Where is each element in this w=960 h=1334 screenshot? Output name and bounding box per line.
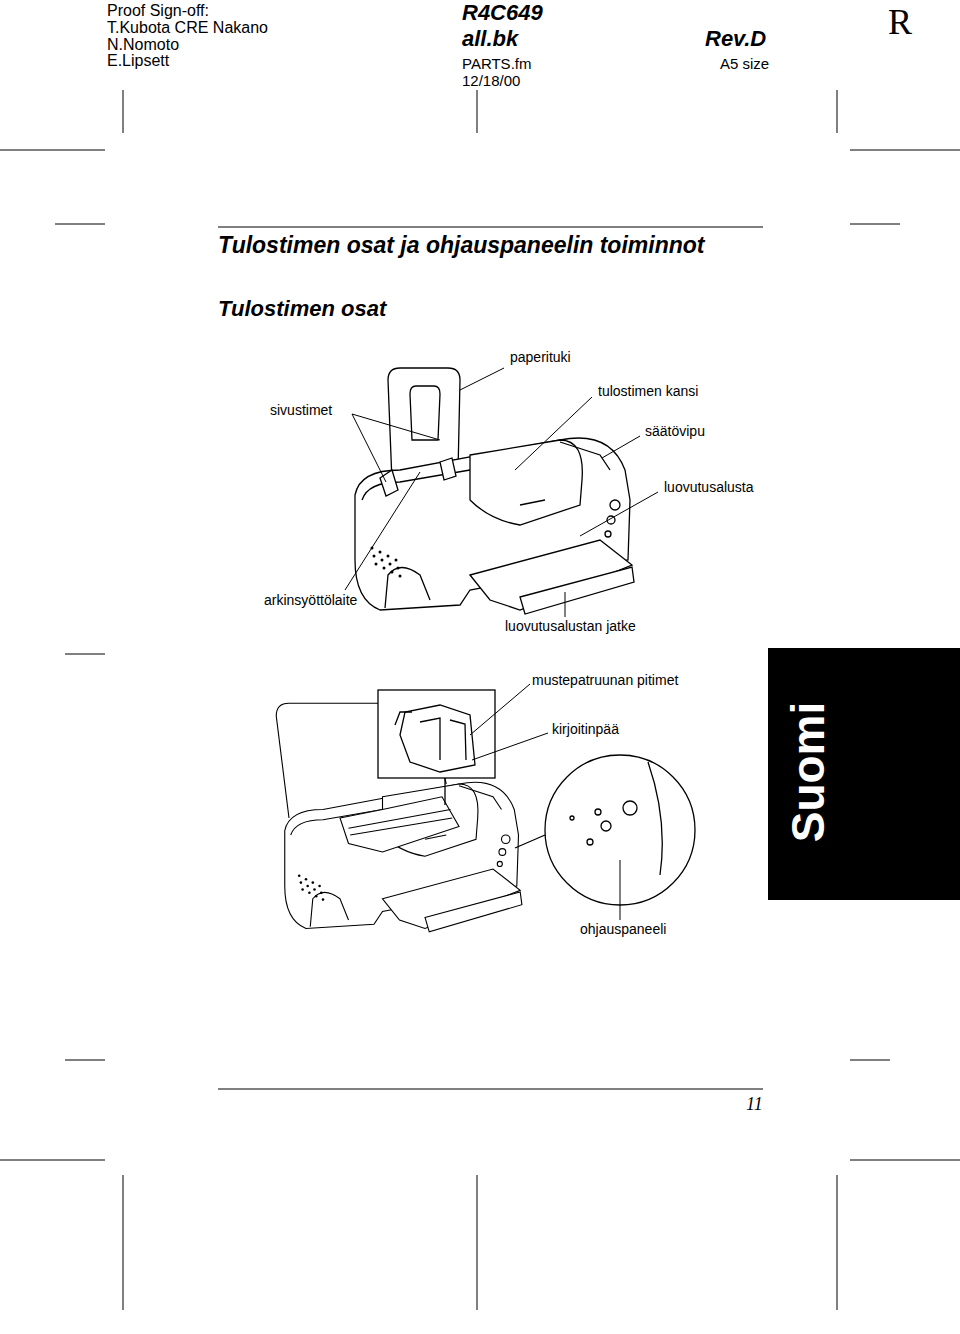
- header-text: A5 size: [720, 55, 769, 72]
- header-code: R4C649: [462, 0, 543, 25]
- header-text: PARTS.fm: [462, 55, 531, 72]
- part-label: arkinsyöttölaite: [262, 592, 359, 608]
- header-text: Proof Sign-off:: [107, 2, 209, 20]
- part-label: kirjoitinpää: [550, 721, 621, 737]
- part-label: ohjauspaneeli: [578, 921, 668, 937]
- header-text: T.Kubota CRE Nakano: [107, 19, 268, 37]
- header-text: E.Lipsett: [107, 52, 169, 70]
- header-text: N.Nomoto: [107, 36, 179, 54]
- page-title: Tulostimen osat ja ohjauspaneelin toimin…: [218, 232, 704, 258]
- header-text: 12/18/00: [462, 72, 520, 89]
- language-tab: Suomi: [768, 648, 960, 900]
- header-code: Rev.D: [705, 26, 766, 51]
- page-number: 11: [746, 1094, 763, 1115]
- part-label: säätövipu: [643, 423, 707, 439]
- part-label: tulostimen kansi: [596, 383, 700, 399]
- subheading: Tulostimen osat: [218, 296, 386, 321]
- tab-text: Suomi: [781, 702, 835, 843]
- part-label: luovutusalusta: [662, 479, 756, 495]
- part-label: sivustimet: [268, 402, 334, 418]
- header-mark: R: [888, 2, 912, 43]
- part-label: paperituki: [508, 349, 573, 365]
- part-label: mustepatruunan pitimet: [530, 672, 680, 688]
- header-code: all.bk: [462, 26, 518, 51]
- part-label: luovutusalustan jatke: [503, 618, 638, 634]
